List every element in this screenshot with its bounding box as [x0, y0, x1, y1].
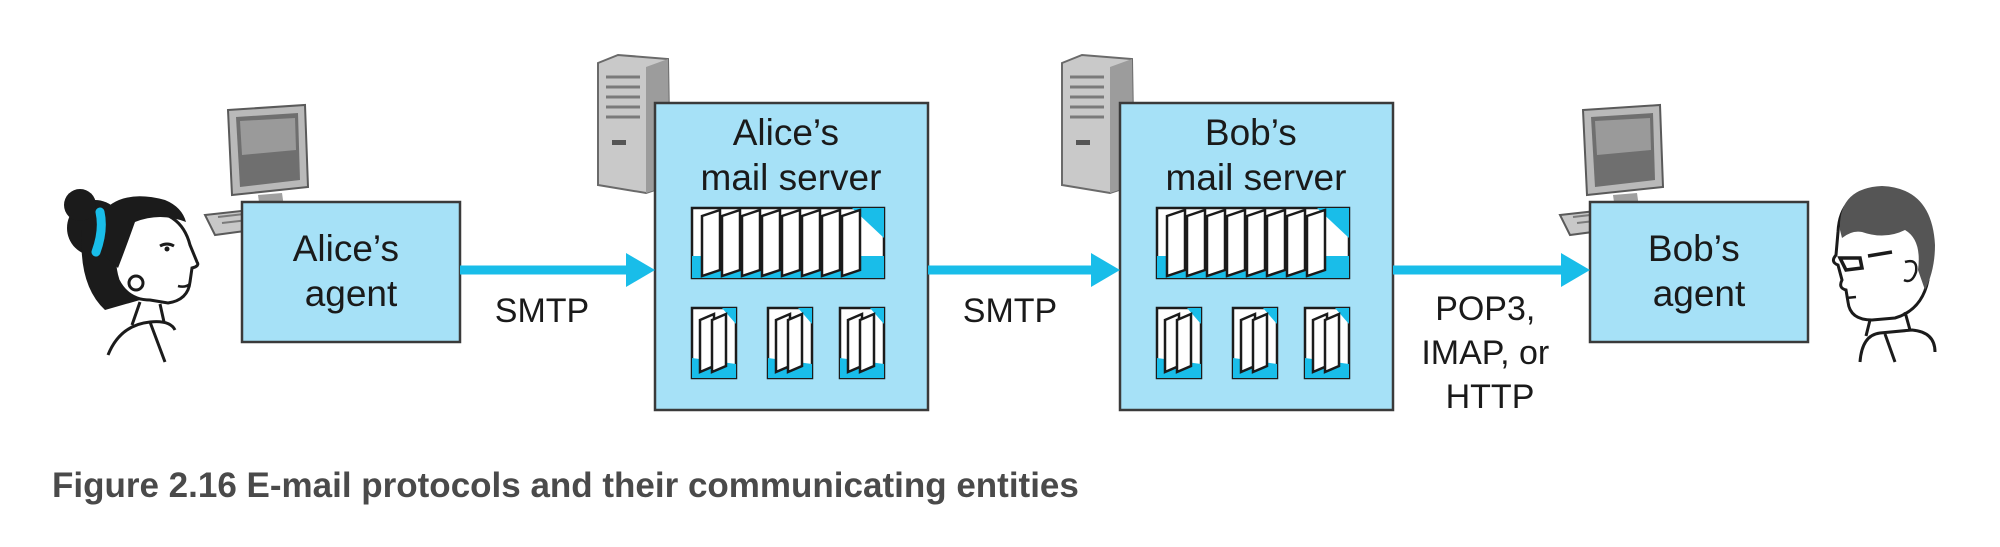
figure-caption: Figure 2.16 E-mail protocols and their c… — [52, 466, 1079, 505]
bob-agent-box — [1588, 200, 1810, 344]
bob-agent-label: Bob’s agent — [1648, 228, 1750, 314]
person-alice-icon — [64, 189, 200, 363]
access-protocol-label: POP3, IMAP, or HTTP — [1421, 290, 1558, 416]
person-bob-icon — [1831, 186, 1937, 363]
mailbox-icon — [1155, 306, 1203, 380]
bob-mail-server-label: Bob’s mail server — [1166, 112, 1347, 198]
alice-mail-server-label: Alice’s mail server — [701, 112, 882, 198]
alice-agent-label: Alice’s agent — [293, 228, 410, 314]
mailbox-icon — [690, 306, 738, 380]
mailbox-icon — [1303, 306, 1351, 380]
access-arrow-server-to-bob-agent — [1393, 253, 1590, 287]
access-protocol-line1: POP3, — [1435, 290, 1535, 328]
alice-mail-server-label-line2: mail server — [701, 157, 882, 198]
smtp-label-1: SMTP — [495, 292, 589, 330]
mailbox-icon — [766, 306, 814, 380]
alice-agent-label-line2: agent — [305, 273, 398, 314]
bob-mail-server-label-line1: Bob’s — [1205, 112, 1297, 153]
bob-agent-label-line1: Bob’s — [1648, 228, 1740, 269]
mailbox-icon — [1231, 306, 1279, 380]
smtp-arrow-alice-agent-to-server — [460, 253, 655, 287]
access-protocol-line3: HTTP — [1446, 378, 1535, 416]
smtp-arrow-server-to-server — [928, 253, 1120, 287]
mailbox-icon — [838, 306, 886, 380]
alice-agent-label-line1: Alice’s — [293, 228, 399, 269]
mail-queue-icon — [690, 206, 886, 280]
mail-queue-icon — [1155, 206, 1351, 280]
bob-mail-server-label-line2: mail server — [1166, 157, 1347, 198]
bob-agent-label-line2: agent — [1653, 273, 1746, 314]
smtp-label-2: SMTP — [963, 292, 1057, 330]
alice-agent-box — [240, 200, 462, 344]
access-protocol-line2: IMAP, or — [1421, 334, 1549, 372]
alice-mail-server-label-line1: Alice’s — [733, 112, 839, 153]
